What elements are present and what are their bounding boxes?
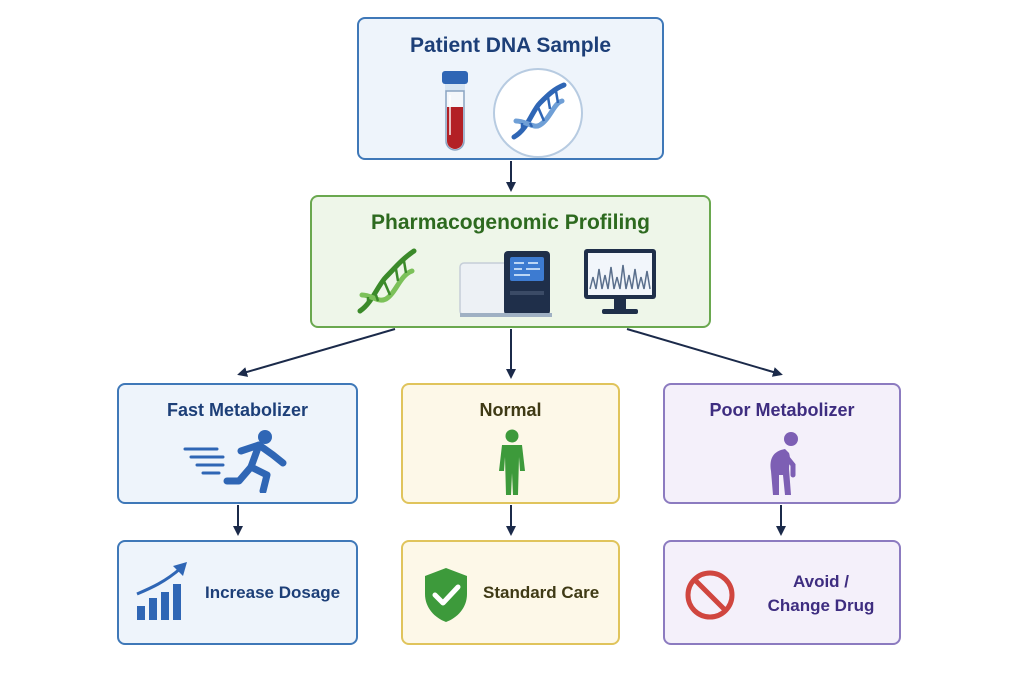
running-person-icon	[183, 430, 287, 493]
normal-metabolizer-box: Normal	[401, 383, 620, 504]
avoid-change-drug-box: Avoid / Change Drug	[663, 540, 901, 645]
avoid-change-drug-label: Avoid / Change Drug	[751, 570, 891, 618]
fast-title: Fast Metabolizer	[166, 400, 309, 420]
patient-dna-sample-box: Patient DNA Sample	[357, 17, 664, 160]
sample-title: Patient DNA Sample	[409, 34, 612, 57]
arrow-profiling-to-fast	[237, 328, 396, 377]
bar-chart-up-icon	[136, 562, 187, 620]
standard-care-label: Standard Care	[483, 583, 600, 602]
bent-person-icon	[770, 432, 798, 495]
fast-metabolizer-box: Fast Metabolizer	[117, 383, 358, 504]
standard-care-box: Standard Care	[401, 540, 620, 645]
poor-title: Poor Metabolizer	[709, 400, 855, 420]
prohibited-icon	[685, 570, 735, 620]
test-tube-icon	[442, 71, 468, 151]
arrow-profiling-to-poor	[626, 328, 783, 377]
profiling-title: Pharmacogenomic Profiling	[371, 211, 650, 234]
dna-icon	[493, 68, 583, 158]
normal-title: Normal	[479, 400, 542, 420]
increase-dosage-label: Increase Dosage	[205, 583, 341, 602]
avoid-label-line1: Avoid /	[792, 572, 850, 591]
dna-icon	[357, 248, 417, 314]
poor-metabolizer-box: Poor Metabolizer	[663, 383, 901, 504]
monitor-chart-icon	[584, 249, 656, 314]
increase-dosage-box: Increase Dosage	[117, 540, 358, 645]
avoid-label-line2: Change Drug	[767, 596, 875, 615]
shield-check-icon	[425, 568, 467, 622]
pharmacogenomic-profiling-box: Pharmacogenomic Profiling	[310, 195, 711, 328]
sequencer-icon	[459, 251, 552, 317]
standing-person-icon	[499, 429, 525, 495]
